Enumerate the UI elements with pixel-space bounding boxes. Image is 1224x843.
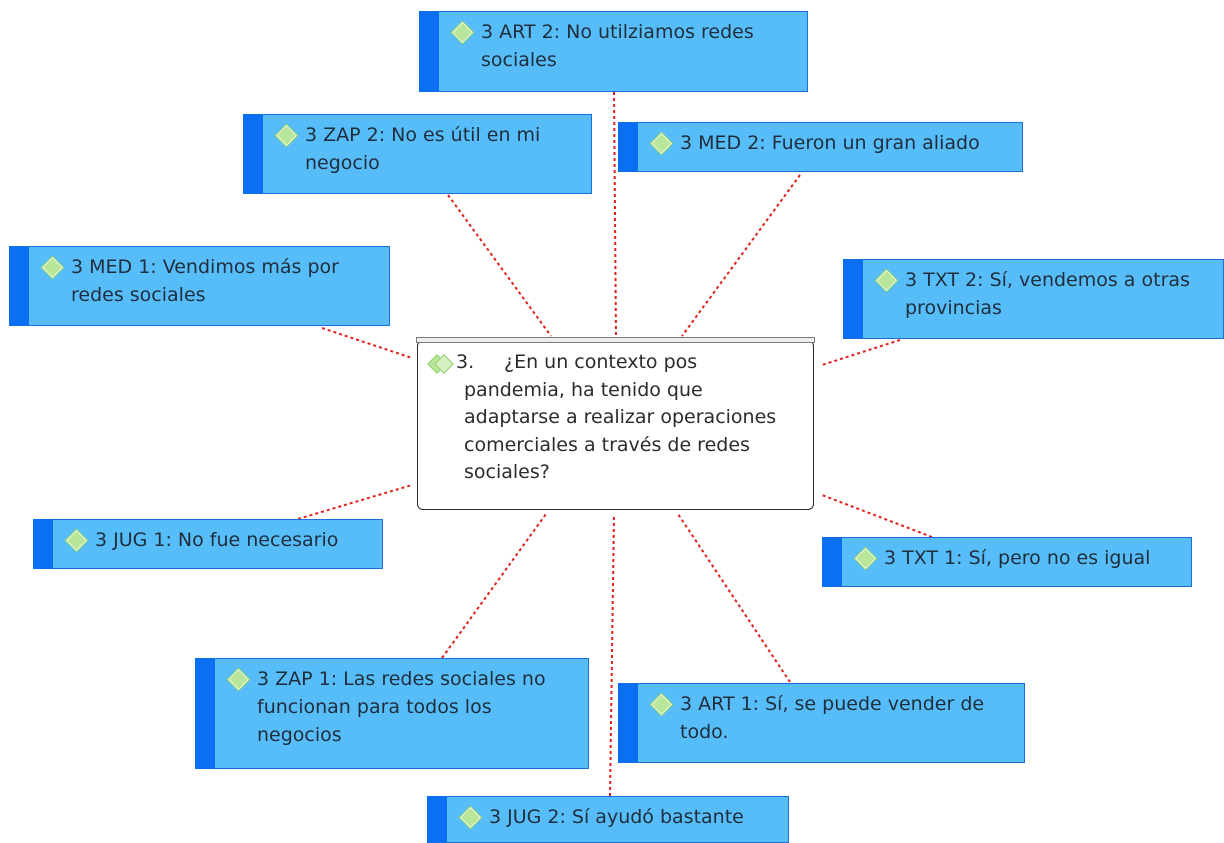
- connector-jug1: [297, 484, 413, 520]
- connector-txt1: [821, 494, 933, 538]
- code-label: 3 TXT 1: Sí, pero no es igual: [884, 547, 1151, 569]
- code-node-jug1[interactable]: 3 JUG 1: No fue necesario: [33, 519, 383, 569]
- question-top-bar: [416, 337, 815, 343]
- connector-zap1: [441, 513, 547, 659]
- code-node-art2[interactable]: 3 ART 2: No utilziamos redes sociales: [419, 11, 808, 92]
- diamond-icon: [41, 256, 64, 279]
- diamond-icon: [65, 529, 88, 552]
- diamond-icon: [451, 21, 474, 44]
- code-node-med1[interactable]: 3 MED 1: Vendimos más por redes sociales: [9, 246, 390, 326]
- code-label: 3 ZAP 1: Las redes sociales no funcionan…: [257, 668, 546, 746]
- connector-art1: [677, 513, 791, 683]
- diamond-icon: [875, 269, 898, 292]
- code-node-jug2[interactable]: 3 JUG 2: Sí ayudó bastante: [427, 796, 789, 843]
- code-node-zap2[interactable]: 3 ZAP 2: No es útil en mi negocio: [243, 114, 592, 194]
- diamond-icon: [459, 806, 482, 829]
- connector-jug2: [609, 513, 615, 797]
- code-label: 3 MED 1: Vendimos más por redes sociales: [71, 256, 339, 306]
- code-label: 3 MED 2: Fueron un gran aliado: [680, 132, 980, 154]
- code-node-med2[interactable]: 3 MED 2: Fueron un gran aliado: [618, 122, 1023, 172]
- diamond-icon: [650, 693, 673, 716]
- connector-zap2: [447, 194, 552, 337]
- question-text: ¿En un contexto pos pandemia, ha tenido …: [464, 351, 777, 483]
- connector-txt2: [821, 339, 901, 366]
- code-label: 3 TXT 2: Sí, vendemos a otras provincias: [905, 269, 1190, 319]
- connector-art2: [613, 91, 617, 339]
- diamond-icon: [854, 547, 877, 570]
- code-node-art1[interactable]: 3 ART 1: Sí, se puede vender de todo.: [618, 683, 1025, 763]
- question-number: 3.: [456, 351, 475, 373]
- code-node-txt2[interactable]: 3 TXT 2: Sí, vendemos a otras provincias: [843, 259, 1224, 339]
- code-label: 3 JUG 1: No fue necesario: [95, 529, 339, 551]
- diamond-icon: [275, 124, 298, 147]
- code-node-txt1[interactable]: 3 TXT 1: Sí, pero no es igual: [822, 537, 1192, 587]
- diamond-icon: [650, 132, 673, 155]
- diamond-icon: [227, 668, 250, 691]
- code-label: 3 JUG 2: Sí ayudó bastante: [489, 806, 744, 828]
- connector-med2: [681, 174, 801, 337]
- question-node[interactable]: 3. ¿En un contexto pos pandemia, ha teni…: [416, 337, 815, 510]
- code-label: 3 ART 2: No utilziamos redes sociales: [481, 21, 754, 71]
- connector-med1: [321, 327, 413, 359]
- code-label: 3 ART 1: Sí, se puede vender de todo.: [680, 693, 985, 743]
- code-label: 3 ZAP 2: No es útil en mi negocio: [305, 124, 541, 174]
- code-node-zap1[interactable]: 3 ZAP 1: Las redes sociales no funcionan…: [195, 658, 589, 769]
